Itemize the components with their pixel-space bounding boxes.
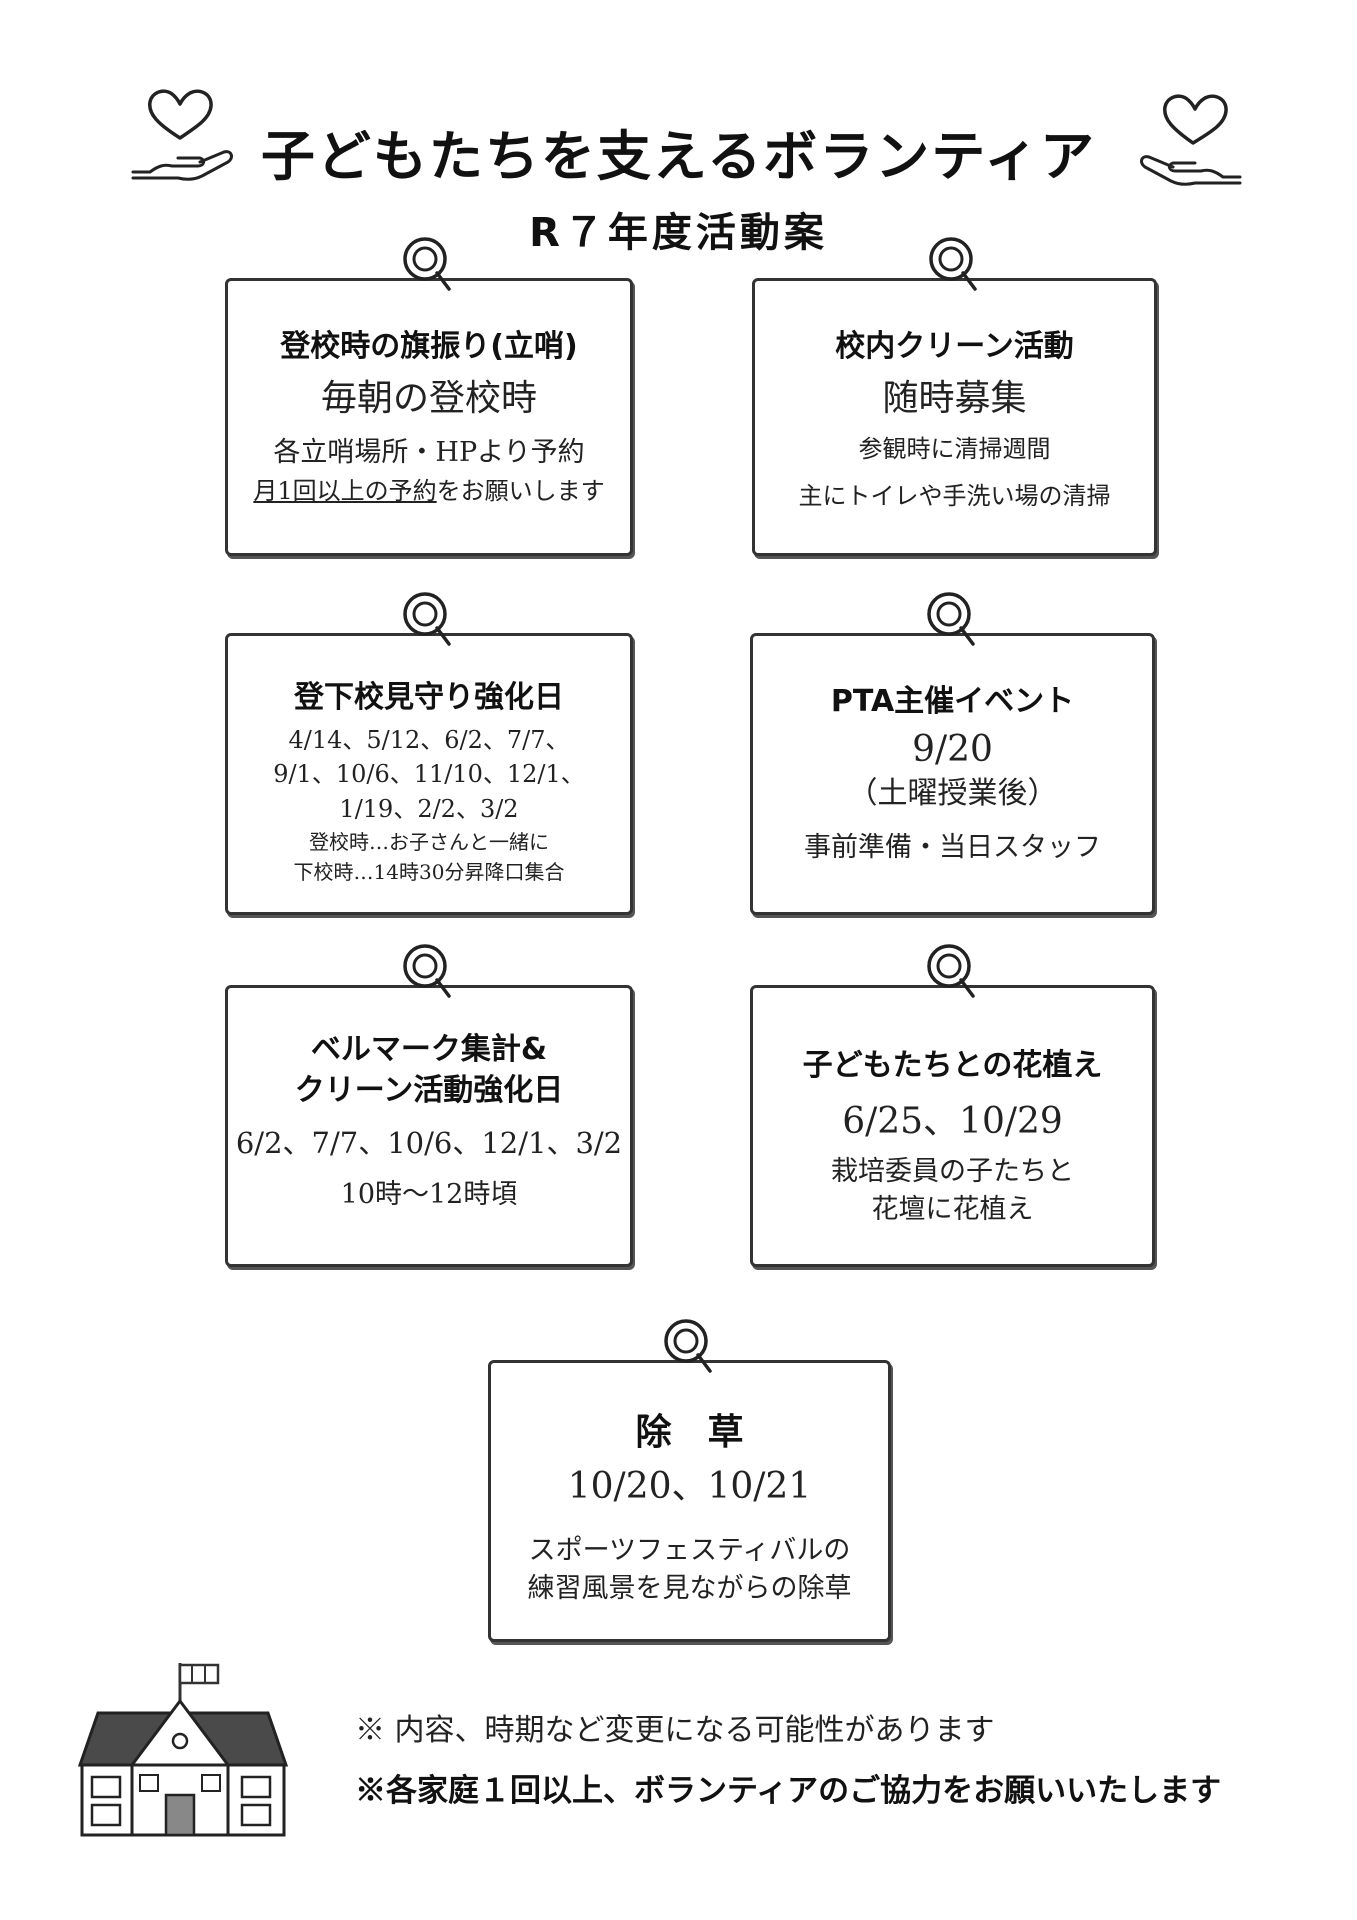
card-dates: 6/25、10/29 [842,1100,1063,1142]
page-title: 子どもたちを支えるボランティア [260,125,1097,188]
card-pta-event: PTA主催イベント 9/20 （土曜授業後） 事前準備・当日スタッフ [750,592,1155,915]
card-dates: 9/1、10/6、11/10、12/1、 [273,760,585,789]
card-patrol-days: 登下校見守り強化日 4/14、5/12、6/2、7/7、 9/1、10/6、11… [225,592,633,915]
page-subtitle: R７年度活動案 [529,210,828,256]
pushpin-icon [926,944,975,998]
card-line: 10時～12時頃 [340,1178,518,1210]
card-line: 月1回以上の予約をお願いします [228,474,630,509]
footer-note-request: ※各家庭１回以上、ボランティアのご協力をお願いいたします [355,1773,1222,1809]
underlined-text: 月1回以上の予約 [253,477,437,506]
card-line: 参観時に清掃週間 [858,435,1051,464]
pushpin-icon [403,237,451,291]
card-title: PTA主催イベント [830,684,1075,719]
card-line: 随時募集 [882,377,1027,419]
card-line: 各立哨場所・HPより予約 [273,437,585,469]
card-flag-duty: 登校時の旗振り(立哨) 毎朝の登校時 各立哨場所・HPより予約 月1回以上の予約… [225,237,633,556]
card-line: スポーツフェスティバルの [528,1535,851,1567]
card-line: 主にトイレや手洗い場の清掃 [798,482,1111,511]
card-note: 下校時…14時30分昇降口集合 [293,859,565,884]
card-title: クリーン活動強化日 [294,1072,564,1108]
heart-hand-icon-right [1140,94,1242,186]
card-title: 校内クリーン活動 [835,329,1074,364]
card-line: 毎朝の登校時 [320,377,537,419]
card-weeding: 除 草 10/20、10/21 スポーツフェスティバルの 練習風景を見ながらの除… [488,1319,891,1642]
card-note: 登校時…お子さんと一緒に [309,829,549,854]
card-dates: 6/2、7/7、10/6、12/1、3/2 [235,1126,623,1160]
card-dates: 4/14、5/12、6/2、7/7、 [288,725,570,754]
footer-note-change: ※ 内容、時期など変更になる可能性があります [355,1713,995,1748]
pushpin-icon [926,592,975,646]
card-dates: 1/19、2/2、3/2 [339,795,519,824]
card-title: ベルマーク集計& [310,1032,548,1067]
pushpin-icon [403,592,451,646]
card-dates: 10/20、10/21 [567,1465,812,1507]
card-line: 事前準備・当日スタッフ [804,832,1101,864]
card-line: 練習風景を見ながらの除草 [527,1573,852,1605]
card-title: 登下校見守り強化日 [294,680,564,715]
card-title: 登校時の旗振り(立哨) [280,329,578,364]
heart-hand-icon-left [131,89,233,181]
card-line: 栽培委員の子たちと [831,1156,1074,1188]
card-title: 子どもたちとの花植え [802,1048,1103,1083]
card-school-cleaning: 校内クリーン活動 随時募集 参観時に清掃週間 主にトイレや手洗い場の清掃 [752,237,1157,556]
pushpin-icon [403,944,451,998]
school-building-icon [77,1663,289,1837]
card-title: 除 草 [635,1412,744,1453]
card-flower-planting: 子どもたちとの花植え 6/25、10/29 栽培委員の子たちと 花壇に花植え [750,944,1155,1267]
card-text: をお願いします [436,477,605,506]
pushpin-icon [663,1319,712,1373]
card-line: 花壇に花植え [871,1194,1034,1226]
card-bellmark: ベルマーク集計& クリーン活動強化日 6/2、7/7、10/6、12/1、3/2… [225,944,633,1267]
pushpin-icon [928,237,977,291]
card-date: 9/20 [912,728,993,770]
card-line: （土曜授業後） [847,776,1058,812]
